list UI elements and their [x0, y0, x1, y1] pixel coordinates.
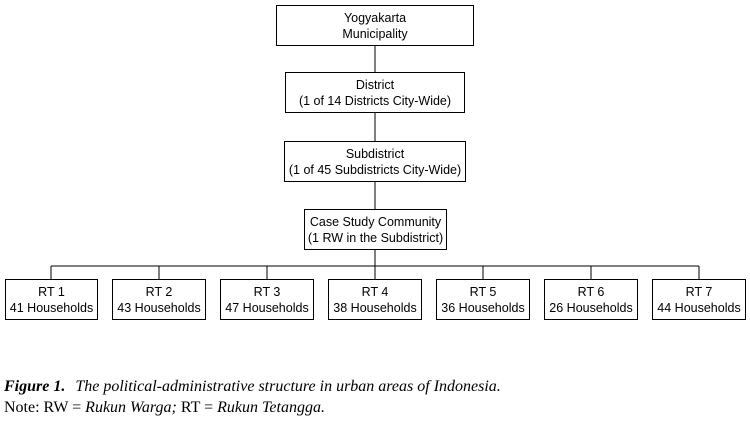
node-district: District (1 of 14 Districts City-Wide): [285, 72, 465, 113]
node-rt-5-name: RT 5: [469, 284, 497, 299]
node-community: Case Study Community (1 RW in the Subdis…: [304, 209, 447, 250]
figure-label: Figure 1.: [4, 378, 66, 395]
node-rt-5-households: 36 Households: [441, 300, 525, 315]
node-rt-3: RT 3 47 Households: [220, 279, 314, 320]
note-prefix: Note: RW =: [4, 399, 86, 416]
note-rt-term: Rukun Tetangga.: [217, 399, 325, 416]
node-rt-7-name: RT 7: [685, 284, 713, 299]
node-rt-6: RT 6 26 Households: [544, 279, 638, 320]
node-rt-7: RT 7 44 Households: [652, 279, 746, 320]
node-municipality-name: Yogyakarta: [343, 10, 407, 25]
node-municipality: Yogyakarta Municipality: [276, 5, 474, 46]
node-rt-4-households: 38 Households: [333, 300, 417, 315]
node-rt-1-name: RT 1: [38, 284, 65, 299]
node-rt-1: RT 1 41 Households: [5, 279, 98, 320]
caption-note: Note: RW = Rukun Warga; RT = Rukun Tetan…: [4, 397, 501, 418]
node-rt-3-households: 47 Households: [225, 300, 309, 315]
node-rt-1-households: 41 Households: [9, 300, 94, 315]
node-rt-6-households: 26 Households: [549, 300, 633, 315]
figure-title: The political-administrative structure i…: [75, 378, 501, 395]
node-rt-4-name: RT 4: [361, 284, 389, 299]
note-mid: RT =: [176, 399, 218, 416]
node-community-detail: (1 RW in the Subdistrict): [307, 230, 444, 245]
node-subdistrict-detail: (1 of 45 Subdistricts City-Wide): [288, 162, 462, 177]
caption-title-line: Figure 1. The political-administrative st…: [4, 376, 501, 397]
connector-lines: [50, 45, 700, 279]
node-rt-5: RT 5 36 Households: [436, 279, 530, 320]
node-rt-7-households: 44 Households: [657, 300, 741, 315]
node-subdistrict-name: Subdistrict: [345, 146, 405, 161]
node-municipality-type: Municipality: [342, 26, 408, 41]
node-rt-2-households: 43 Households: [117, 300, 201, 315]
node-rt-2-name: RT 2: [145, 284, 173, 299]
node-district-detail: (1 of 14 Districts City-Wide): [298, 93, 452, 108]
node-community-name: Case Study Community: [309, 214, 442, 229]
node-rt-6-name: RT 6: [577, 284, 605, 299]
note-rw-term: Rukun Warga;: [85, 399, 177, 416]
node-rt-3-name: RT 3: [253, 284, 281, 299]
org-chart: Yogyakarta Municipality District (1 of 1…: [5, 5, 746, 320]
node-rt-2: RT 2 43 Households: [112, 279, 206, 320]
node-rt-4: RT 4 38 Households: [328, 279, 422, 320]
figure-caption: Figure 1. The political-administrative st…: [4, 376, 501, 418]
node-subdistrict: Subdistrict (1 of 45 Subdistricts City-W…: [284, 141, 466, 182]
node-district-name: District: [355, 77, 395, 92]
